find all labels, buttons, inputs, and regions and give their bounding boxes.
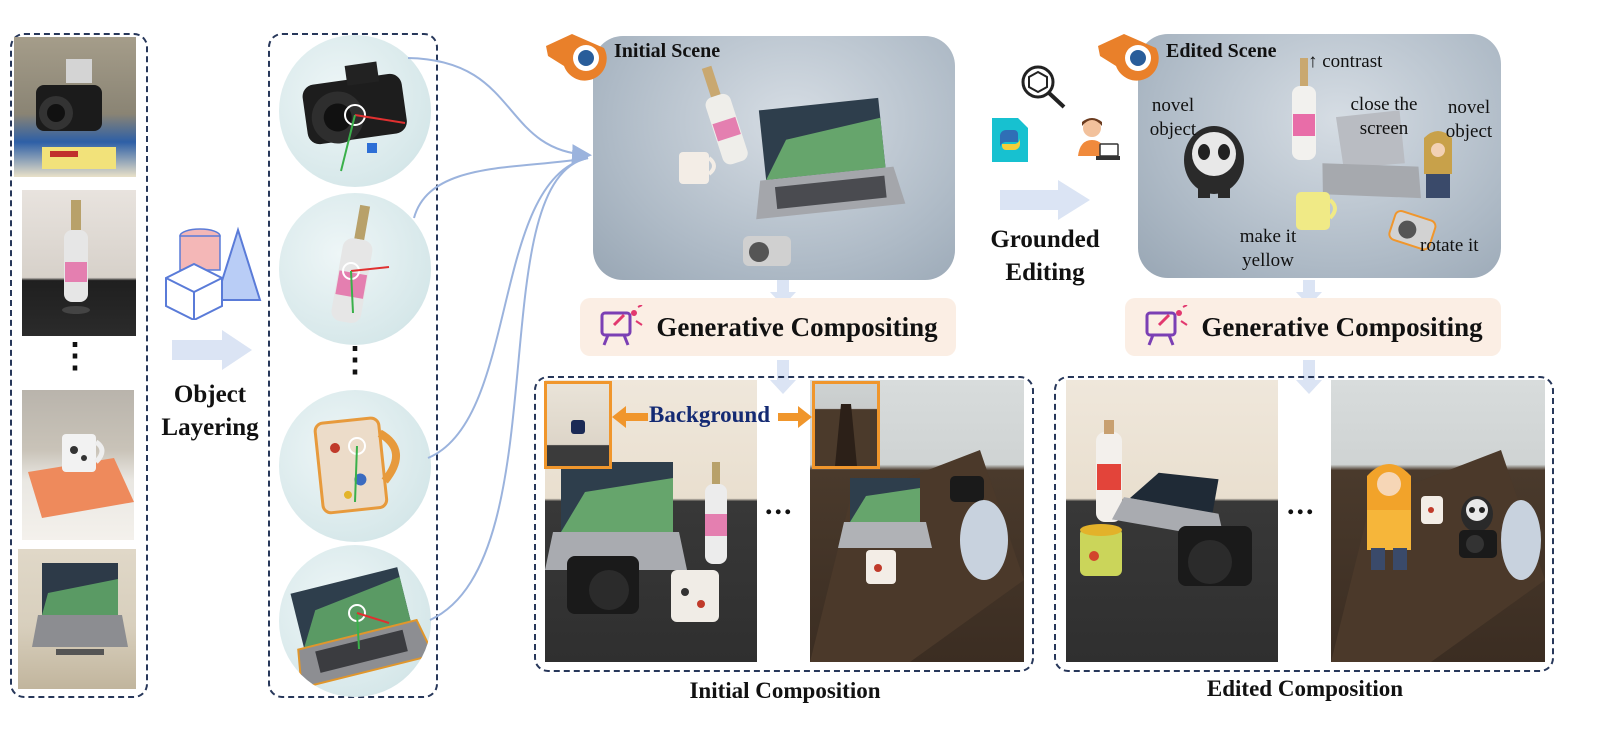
photo-mug [22,390,134,540]
edited-scene-title: Edited Scene [1166,40,1277,62]
initial-composition-panel [534,376,1034,672]
layering-arrow [172,330,252,370]
initial-composition-caption: Initial Composition [689,678,881,703]
grounded-editing-arrow [1000,180,1090,220]
edited-comp-photo-2 [1331,380,1545,662]
search-3d-icon [1021,65,1066,109]
gc-edited-label: Generative Compositing [1201,311,1483,342]
blender-logo-icon [546,34,607,81]
source-photos-panel [10,33,148,698]
arrow-edited-to-gc [1296,280,1322,306]
note-contrast: ↑ contrast [1308,51,1383,72]
layer-laptop [279,545,431,697]
photo-camera [14,37,136,177]
layered-objects-panel [268,33,438,698]
initial-comp-photo-1 [545,380,757,662]
background-label: Background [649,402,771,427]
layer-bottle [279,193,431,345]
brush-screen-icon-edited [1145,305,1188,346]
arrow-initial-to-gc [770,280,796,306]
edited-composition-panel [1054,376,1554,672]
note-rotate: rotate it [1420,235,1479,256]
edited-composition-caption: Edited Composition [1206,676,1404,701]
layer-camera [279,35,431,187]
initial-background-thumb-2 [812,381,880,469]
edited-comp-photo-1 [1066,380,1278,662]
blender-logo-icon-edited [1098,34,1159,81]
layer-mug [279,390,431,542]
initial-comp-ellipsis: ... [765,488,794,521]
photo-bottle [22,190,136,336]
photo-laptop [18,549,136,689]
background-double-arrow [612,406,812,428]
initial-comp-photo-2 [810,380,1024,662]
grounded-editing-label: Grounded Editing [990,226,1100,286]
initial-scene-render [593,36,955,280]
brush-screen-icon [600,305,643,346]
generative-compositing-edited: Generative Compositing [1125,298,1501,356]
edited-comp-ellipsis: ... [1287,488,1316,521]
object-layering-label: Object Layering [161,381,259,441]
user-at-laptop-icon [1078,118,1120,160]
python-file-icon [992,118,1028,162]
edited-scene-render [1138,34,1501,278]
3d-shapes-icon [165,226,262,320]
initial-scene-title: Initial Scene [614,40,721,62]
initial-background-thumb-1 [544,381,612,469]
gc-initial-label: Generative Compositing [656,311,938,342]
generative-compositing-initial: Generative Compositing [580,298,956,356]
